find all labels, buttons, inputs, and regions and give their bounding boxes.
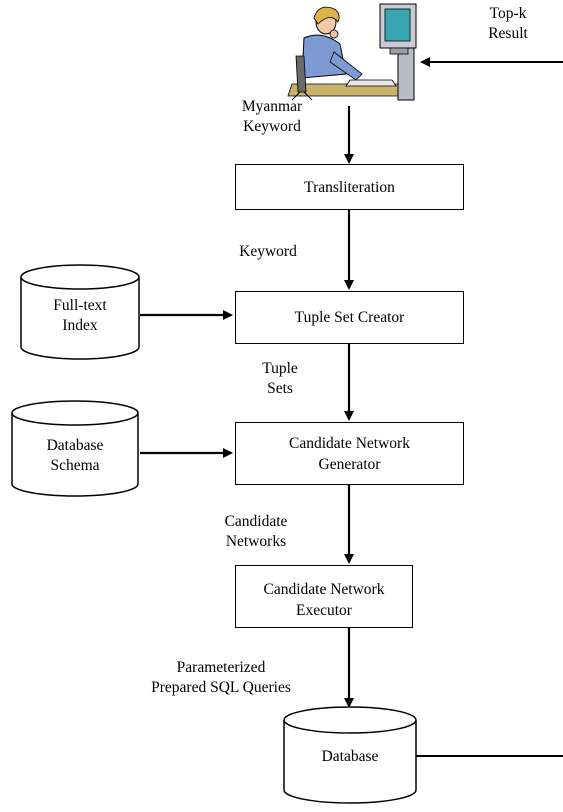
candidate-networks-label: Candidate Networks bbox=[224, 513, 288, 550]
database-schema-cylinder bbox=[11, 400, 139, 497]
fulltext-index-cylinder bbox=[20, 264, 140, 360]
top-k-result-label: Top-k Result bbox=[488, 5, 528, 42]
myanmar-keyword-label: Myanmar Keyword bbox=[241, 98, 303, 135]
candidate-network-executor-box: Candidate Network Executor bbox=[235, 565, 413, 628]
database-cylinder bbox=[283, 706, 417, 804]
parameterized-queries-label: Parameterized Prepared SQL Queries bbox=[151, 659, 291, 696]
keyword-label: Keyword bbox=[239, 243, 297, 260]
database-schema-label: Database Schema bbox=[46, 437, 104, 474]
transliteration-box: Transliteration bbox=[235, 164, 464, 210]
candidate-network-generator-box: Candidate Network Generator bbox=[235, 422, 464, 485]
fulltext-index-label: Full-text Index bbox=[53, 297, 107, 334]
tuple-set-creator-box: Tuple Set Creator bbox=[235, 291, 464, 344]
tuple-sets-label: Tuple Sets bbox=[262, 360, 298, 397]
store-arrows bbox=[140, 310, 233, 458]
database-label: Database bbox=[321, 748, 379, 765]
user-at-computer-icon bbox=[287, 3, 417, 101]
